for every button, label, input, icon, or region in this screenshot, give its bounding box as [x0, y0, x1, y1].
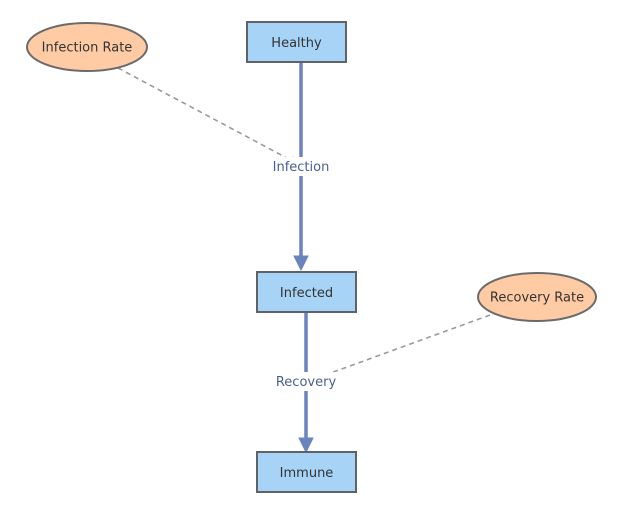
infection-flow-label: Infection [268, 157, 334, 176]
stock-healthy-label: Healthy [271, 36, 322, 51]
parameter-infection-rate[interactable]: Infection Rate [26, 22, 148, 72]
recovery-flow-text: Recovery [276, 375, 337, 390]
stock-immune[interactable]: Immune [256, 451, 357, 493]
recovery-rate-link [304, 314, 491, 383]
recovery-flow-label: Recovery [274, 372, 340, 391]
infection-rate-link [117, 67, 301, 166]
stock-healthy-box[interactable] [246, 21, 347, 63]
parameter-recovery-rate[interactable]: Recovery Rate [477, 272, 597, 322]
recovery-label-background [274, 372, 340, 391]
stock-infected-box[interactable] [256, 271, 357, 313]
stock-infected-label: Infected [280, 286, 333, 301]
parameter-recovery-rate-label: Recovery Rate [490, 291, 584, 306]
stock-infected[interactable]: Infected [256, 271, 357, 313]
parameter-infection-rate-shape[interactable] [26, 22, 148, 72]
stock-immune-box[interactable] [256, 451, 357, 493]
infection-label-background [268, 157, 334, 176]
infection-flow-text: Infection [273, 160, 330, 175]
stock-healthy[interactable]: Healthy [246, 21, 347, 63]
stock-immune-label: Immune [280, 466, 334, 481]
parameter-infection-rate-label: Infection Rate [42, 41, 133, 56]
parameter-recovery-rate-shape[interactable] [477, 272, 597, 322]
